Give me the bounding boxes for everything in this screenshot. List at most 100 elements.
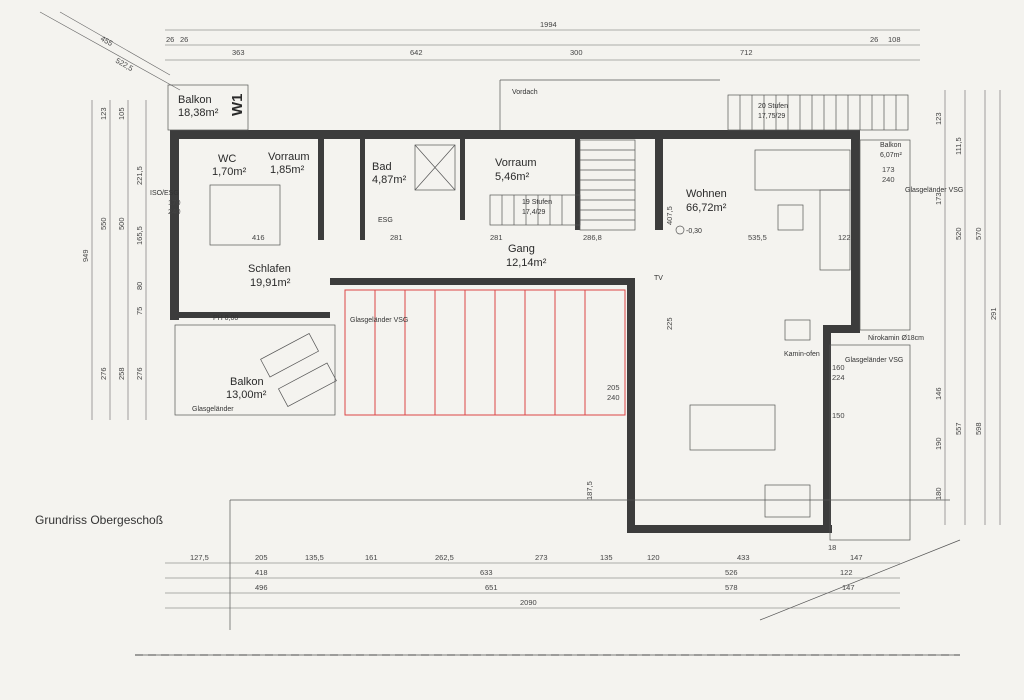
room-name: Gang <box>508 243 535 255</box>
stairs-mid-label: 19 Stufen <box>522 199 552 206</box>
level-mark <box>675 225 685 235</box>
dim-right: 123 <box>934 112 943 125</box>
dim-bottom-r1: 127,5 <box>190 553 209 562</box>
dim-bottom-r1: 433 <box>737 553 750 562</box>
dim-interior: 224 <box>832 373 845 382</box>
vordach-label: Vordach <box>512 89 538 96</box>
sofa <box>754 149 851 191</box>
dim-bottom-r1: 120 <box>647 553 660 562</box>
dim-interior: 205 <box>607 383 620 392</box>
plan-title: Grundriss Obergeschoß <box>35 513 163 527</box>
dim-bottom-r3: 651 <box>485 583 498 592</box>
dim-bottom-total: 2090 <box>520 598 537 607</box>
dim-left: 123 <box>99 107 108 120</box>
dim-bottom-r2: 526 <box>725 568 738 577</box>
dim-left: 105 <box>117 107 126 120</box>
dim-top-seg: 642 <box>410 48 423 57</box>
coffee-table <box>777 204 804 231</box>
room-area: 12,14m² <box>506 257 547 269</box>
dim-bottom-r1: 205 <box>255 553 268 562</box>
room-area: 66,72m² <box>686 202 727 214</box>
dim-left: 221,5 <box>135 166 144 185</box>
dim-interior: 240 <box>607 393 620 402</box>
railing-left-label: Glasgeländer VSG <box>350 317 408 324</box>
railing-right-label: Glasgeländer VSG <box>845 357 903 364</box>
esg-label: ESG <box>378 217 393 224</box>
furniture <box>209 149 851 518</box>
window-label: W1 <box>229 94 246 117</box>
dim-right: 291 <box>989 307 998 320</box>
dim-interior: 407,5 <box>665 206 674 225</box>
dim-right: 190 <box>934 437 943 450</box>
room-area: 1,85m² <box>270 164 305 176</box>
sofa-side <box>819 189 851 271</box>
lounger-1 <box>260 333 320 378</box>
dim-interior: 281 <box>390 233 403 242</box>
dim-interior: 286,8 <box>583 233 602 242</box>
dim-bottom-r1: 18 <box>828 543 836 552</box>
balcony-outlines <box>167 79 911 541</box>
room-name: WC <box>218 153 236 165</box>
dim-bottom-r1: 262,5 <box>435 553 454 562</box>
room-name: Vorraum <box>495 157 537 169</box>
dim-right: 111,5 <box>954 137 963 155</box>
dim-top-seg: 300 <box>570 48 583 57</box>
annotations: W1 Vordach 20 Stufen 17,75/29 19 Stufen … <box>150 89 963 413</box>
dim-right: 146 <box>934 387 943 400</box>
dim-bottom-r1: 147 <box>850 553 863 562</box>
dim-bottom-r3: 578 <box>725 583 738 592</box>
room-name: Bad <box>372 161 392 173</box>
room-name: Schlafen <box>248 263 291 275</box>
dim-bottom-r3: 147 <box>842 583 855 592</box>
dim-interior: 122 <box>838 233 851 242</box>
dim-interior: 170 <box>168 198 181 207</box>
kitchen-block <box>764 484 811 518</box>
room-area: 18,38m² <box>178 107 219 119</box>
dim-top-seg: 712 <box>740 48 753 57</box>
stove <box>784 319 811 341</box>
dim-right: 598 <box>974 422 983 435</box>
tv-label: TV <box>654 275 663 282</box>
room-name: Balkon <box>880 142 902 149</box>
dim-left: 80 <box>135 282 144 290</box>
stairs-top-label: 20 Stufen <box>758 103 788 110</box>
dining-table <box>689 404 776 451</box>
dim-top-seg: 363 <box>232 48 245 57</box>
room-name: Vorraum <box>268 151 310 163</box>
dim-bottom-r1: 273 <box>535 553 548 562</box>
stairs-top-sub: 17,75/29 <box>758 113 785 120</box>
dim-interior: 173 <box>882 165 895 174</box>
dim-top-seg: 108 <box>888 35 901 44</box>
dim-bottom-r1: 135 <box>600 553 613 562</box>
room-area: 5,46m² <box>495 171 530 183</box>
dim-left: 276 <box>135 367 144 380</box>
dim-bottom-r2: 418 <box>255 568 268 577</box>
dim-top-total: 1994 <box>540 20 557 29</box>
dim-left: 550 <box>99 217 108 230</box>
dim-top-seg: 26 <box>180 35 188 44</box>
room-area: 6,07m² <box>880 152 902 159</box>
lounger-2 <box>277 362 337 407</box>
room-name: Wohnen <box>686 188 727 200</box>
dim-interior: 225 <box>665 317 674 330</box>
stairs-mid <box>489 139 636 231</box>
ph-label: PH 0,00 <box>213 315 238 322</box>
interior-dimensions: 170 240 416 281 281 286,8 535,5 407,5 22… <box>168 165 895 500</box>
top-dimensions: 1994 26 26 363 642 300 712 26 108 455 52… <box>39 11 920 91</box>
dim-bottom-r2: 633 <box>480 568 493 577</box>
dim-right: 180 <box>934 487 943 500</box>
stairs-mid-sub: 17,4/29 <box>522 209 545 216</box>
stairs-top <box>727 94 909 131</box>
glazed-void <box>344 289 626 416</box>
dim-right: 557 <box>954 422 963 435</box>
dim-left: 165,5 <box>135 226 144 245</box>
dim-interior: 281 <box>490 233 503 242</box>
walls <box>170 130 860 533</box>
room-labels: Balkon 18,38m² WC 1,70m² Vorraum 1,85m² … <box>178 94 902 401</box>
dim-bottom-r2: 122 <box>840 568 853 577</box>
shaft <box>414 144 456 191</box>
bottom-dimensions: 127,5 205 135,5 161 262,5 273 135 120 43… <box>165 543 900 609</box>
room-name: Balkon <box>230 376 264 388</box>
room-name: Balkon <box>178 94 212 106</box>
